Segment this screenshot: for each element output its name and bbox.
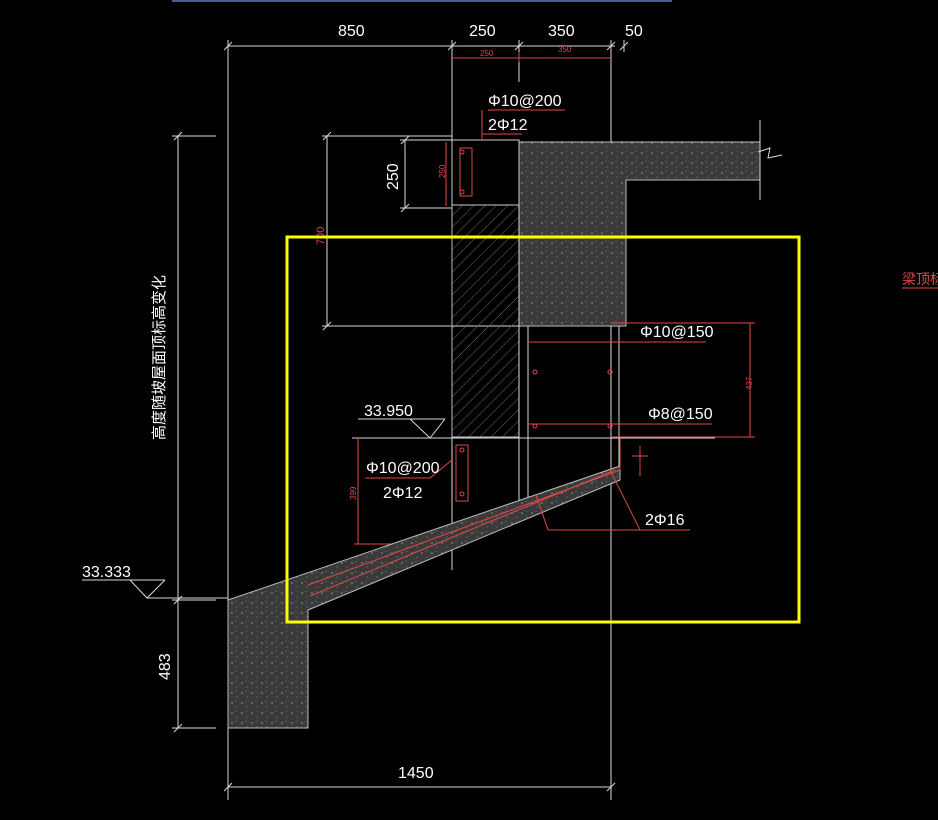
break-line <box>757 120 783 200</box>
leader-slab-bottom-b <box>609 469 641 531</box>
beam-height-dimension <box>400 135 452 213</box>
left-vertical-dimension <box>172 131 216 733</box>
rebar-beam-main: 2Φ12 <box>488 117 528 134</box>
rebar-wall-inner: Φ8@150 <box>648 406 713 423</box>
leader-slab-bottom-a <box>535 494 549 531</box>
dim-left-483: 483 <box>157 653 174 680</box>
upper-beam-outline <box>451 139 520 206</box>
elevation-marker-lower <box>82 579 228 599</box>
dim-left-399: 399 <box>349 486 358 500</box>
rebar-beam-stirrup: Φ10@200 <box>488 93 562 110</box>
elevation-marker-upper <box>352 418 715 439</box>
upper-beam-stirrup <box>459 147 473 197</box>
dim-small-250: 250 <box>480 49 494 58</box>
dim-small-350: 350 <box>558 45 572 54</box>
dim-top-50: 50 <box>625 23 643 40</box>
wall-outline <box>518 205 620 520</box>
dim-right-437: 437 <box>745 376 754 390</box>
rebar-low-main: 2Φ12 <box>383 485 423 502</box>
bottom-dimension <box>223 782 616 792</box>
selection-rectangle[interactable] <box>285 235 801 624</box>
upper-beam-bar <box>459 149 465 155</box>
upper-slab-section <box>518 141 761 327</box>
hatched-wall-zone <box>451 204 520 438</box>
right-dimension-437 <box>611 322 755 438</box>
dim-top-250: 250 <box>469 23 496 40</box>
dim-top-350: 350 <box>548 23 575 40</box>
vertical-note: 高度随坡屋面顶标高变化 <box>151 275 168 440</box>
upper-beam-bar <box>459 189 465 195</box>
rebar-slab-bottom: 2Φ16 <box>645 512 685 529</box>
dim-beam-small-250: 250 <box>438 164 447 178</box>
rebar-wall-outer: Φ10@150 <box>640 324 714 341</box>
wall-rebar <box>528 341 613 429</box>
dim-bottom-1450: 1450 <box>398 765 434 782</box>
rebar-low-stirrup: Φ10@200 <box>366 460 440 477</box>
elev-lower: 33.333 <box>82 564 131 581</box>
leader-low-stirrup-diag <box>429 459 453 479</box>
elev-upper: 33.950 <box>364 403 413 420</box>
sloped-rebar-line-top <box>307 469 621 586</box>
dim-top-850: 850 <box>338 23 365 40</box>
dim-beam-250: 250 <box>385 163 402 190</box>
lower-beam <box>451 438 469 570</box>
small-top-dimension <box>452 52 611 62</box>
side-label: 梁顶标高 <box>902 271 938 287</box>
